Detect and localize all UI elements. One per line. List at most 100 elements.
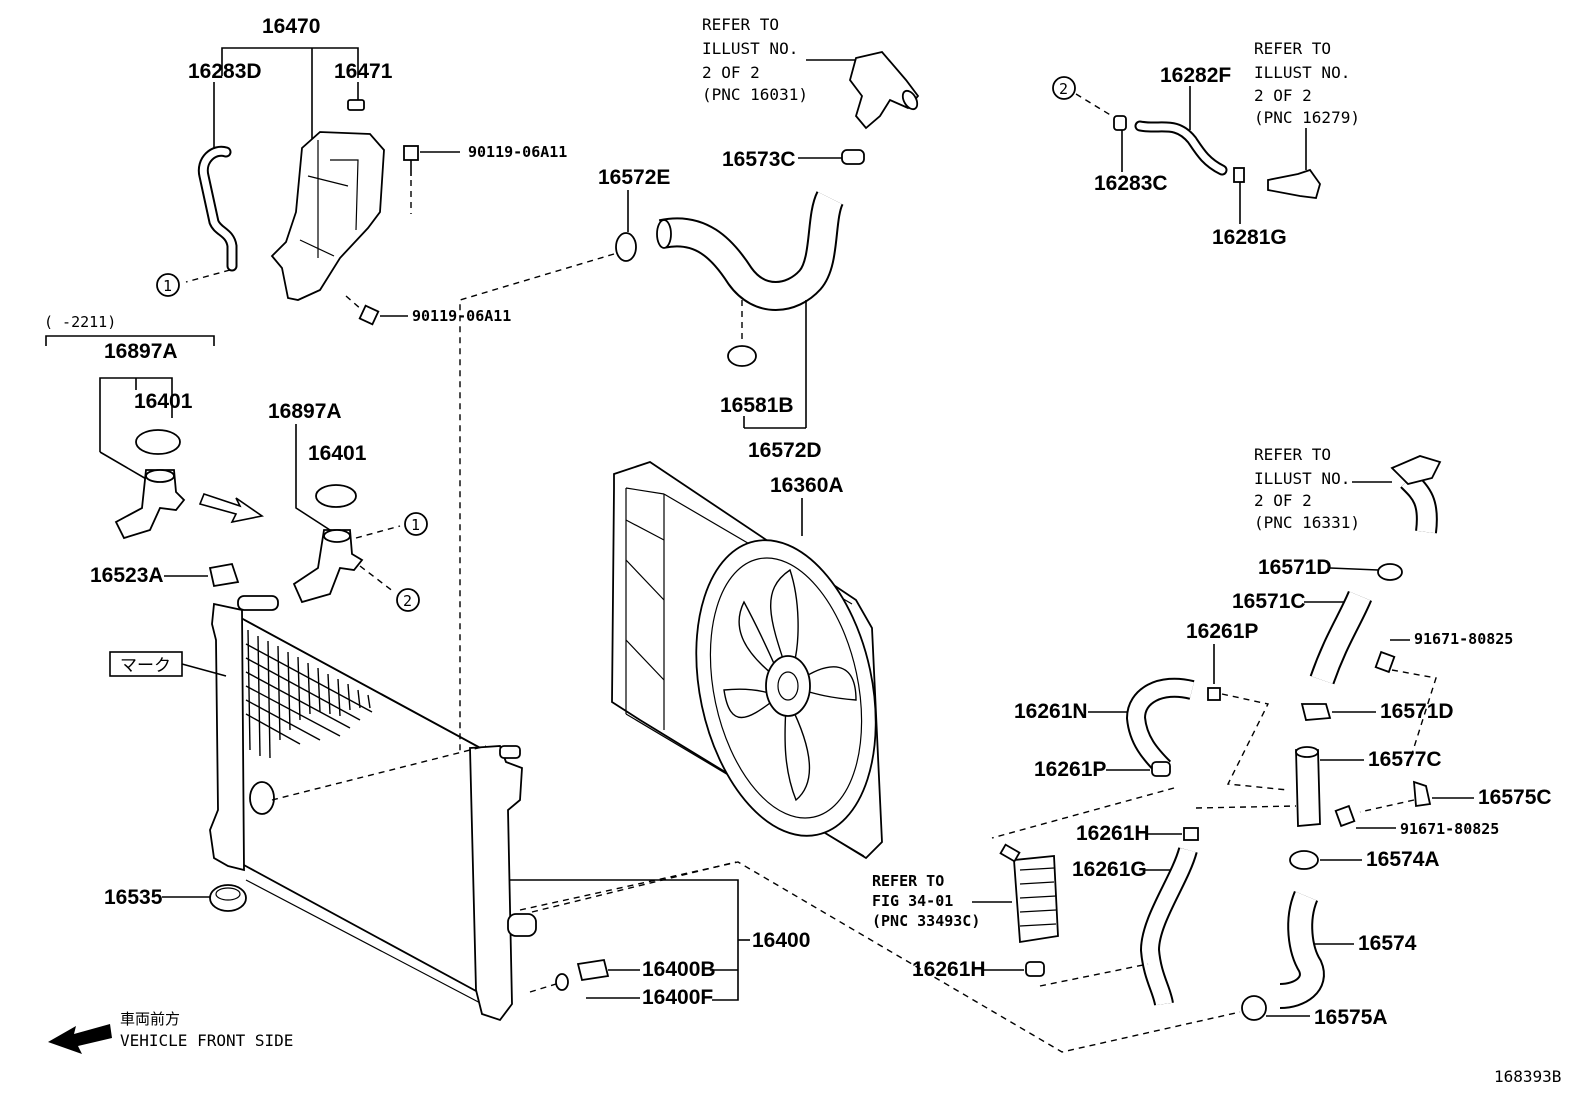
svg-text:REFER TO: REFER TO xyxy=(1254,445,1331,464)
part-16401-label-a: 16401 xyxy=(134,390,193,413)
clamp-16573C-shape xyxy=(841,149,865,165)
svg-text:2: 2 xyxy=(403,592,412,610)
svg-text:2: 2 xyxy=(1059,80,1068,98)
part-91671-80825-bottom-label: 91671-80825 xyxy=(1400,820,1499,838)
cap-16401-b-shape xyxy=(315,484,357,508)
svg-text:ILLUST NO.: ILLUST NO. xyxy=(1254,63,1350,82)
illustration-id-label: 168393B xyxy=(1494,1067,1561,1086)
radiator-left-tank-shape xyxy=(209,602,245,872)
vehicle-front-en-label: VEHICLE FRONT SIDE xyxy=(120,1031,293,1050)
part-16400-label: 16400 xyxy=(752,929,810,952)
part-16581B-label: 16581B xyxy=(720,394,794,417)
svg-text:2 OF 2: 2 OF 2 xyxy=(1254,491,1312,510)
bolt-91671-bottom-shape xyxy=(1334,804,1356,828)
pipe-16577C-shape xyxy=(1295,749,1321,827)
filler-neck-a-shape xyxy=(114,469,186,540)
circle-callout-2-top xyxy=(1052,76,1076,100)
part-16535-label: 16535 xyxy=(104,886,163,909)
radiator-oil-pipe-shape xyxy=(249,781,275,815)
part-16571D-label-b: 16571D xyxy=(1380,700,1454,723)
footer-group: 車両前方 VEHICLE FRONT SIDE 168393B xyxy=(48,1010,1561,1086)
part-16261P-label-b: 16261P xyxy=(1034,758,1106,781)
part-16261H-label-a: 16261H xyxy=(1076,822,1150,845)
part-16575A-label: 16575A xyxy=(1314,1006,1388,1029)
radiator-outlet-shape xyxy=(507,913,537,937)
bypass-hose-group: 2 16282F REFER TO ILLUST NO. 2 OF 2 (PNC… xyxy=(1052,39,1360,249)
clamp-16571D-a-shape xyxy=(1377,563,1403,581)
svg-text:ILLUST NO.: ILLUST NO. xyxy=(1254,469,1350,488)
fan-blades-shape xyxy=(723,568,857,802)
part-16575C-label: 16575C xyxy=(1478,786,1552,809)
svg-text:(PNC 16031): (PNC 16031) xyxy=(702,85,808,104)
part-16261P-label-a: 16261P xyxy=(1186,620,1258,643)
upper-hose-group: REFER TO ILLUST NO. 2 OF 2 (PNC 16031) 1… xyxy=(598,15,920,462)
filler-group: ( -2211) 16897A 16401 16897A 16401 1 2 1… xyxy=(44,313,428,612)
ref-block-3: REFER TO ILLUST NO. 2 OF 2 (PNC 16331) xyxy=(1254,445,1360,532)
clamp-16575A-shape xyxy=(1241,995,1267,1021)
ref-block-2: REFER TO ILLUST NO. 2 OF 2 (PNC 16279) xyxy=(1254,39,1360,127)
part-16572D-label: 16572D xyxy=(748,439,822,462)
oil-cooler-group: REFER TO ILLUST NO. 2 OF 2 (PNC 16331) 1… xyxy=(519,445,1552,1053)
vehicle-front-jp-label: 車両前方 xyxy=(120,1010,180,1028)
pipe-16279-shape xyxy=(1267,168,1321,199)
water-outlet-shape xyxy=(849,51,920,130)
clamp-16574A-shape xyxy=(1289,850,1319,870)
clamp-16261P-b-shape xyxy=(1151,761,1171,777)
part-16897A-label-a: 16897A xyxy=(104,340,178,363)
cushion-16535-shape xyxy=(209,884,247,912)
part-16574A-label: 16574A xyxy=(1366,848,1440,871)
part-16261G-label: 16261G xyxy=(1072,858,1147,881)
clamp-16581B-shape xyxy=(727,345,757,367)
radiator-fins xyxy=(245,629,373,759)
bolt-90119-bottom-shape xyxy=(358,304,380,326)
svg-text:(PNC 33493C): (PNC 33493C) xyxy=(872,912,980,930)
clamp-16261H-b-shape xyxy=(1025,961,1045,977)
part-16574-label: 16574 xyxy=(1358,932,1417,955)
date-range-label: ( -2211) xyxy=(44,313,116,331)
part-16523A-label: 16523A xyxy=(90,564,164,587)
clamp-16572E-shape xyxy=(615,232,637,262)
part-16471-label: 16471 xyxy=(334,60,393,83)
ref-block-1: REFER TO ILLUST NO. 2 OF 2 (PNC 16031) xyxy=(702,15,808,104)
part-16283D-label: 16283D xyxy=(188,60,262,83)
part-16571C-label: 16571C xyxy=(1232,590,1306,613)
radiator-group: マーク 16535 16400 16400B 16400F xyxy=(104,595,810,1022)
svg-text:ILLUST NO.: ILLUST NO. xyxy=(702,39,798,58)
part-16281G-label: 16281G xyxy=(1212,226,1287,249)
svg-text:(PNC 16331): (PNC 16331) xyxy=(1254,513,1360,532)
svg-text:1: 1 xyxy=(411,516,420,534)
clamp-16261P-a-shape xyxy=(1207,687,1221,701)
clamp-16283C-shape xyxy=(1113,115,1127,131)
part-16577C-label: 16577C xyxy=(1368,748,1442,771)
circle-callout-1-b xyxy=(404,512,428,536)
clamp-16575C-shape xyxy=(1412,780,1432,808)
circle-callout-1-text: 1 xyxy=(163,277,172,295)
svg-text:REFER TO: REFER TO xyxy=(872,872,944,890)
cushion-16523A-shape xyxy=(208,562,240,588)
ref-block-4: REFER TO FIG 34-01 (PNC 33493C) xyxy=(872,872,980,930)
radiator-inlet-shape xyxy=(237,595,279,611)
svg-text:FIG 34-01: FIG 34-01 xyxy=(872,892,953,910)
oil-cooler-shape xyxy=(999,843,1059,944)
part-16401-label-b: 16401 xyxy=(308,442,367,465)
clamp-16281G-shape xyxy=(1233,167,1245,183)
reservoir-group: 16470 16283D 16471 1 90119-06A11 90119-0… xyxy=(156,15,567,326)
svg-text:2 OF 2: 2 OF 2 xyxy=(702,63,760,82)
coolant-route-line xyxy=(519,861,1241,1053)
fan-hub-shape xyxy=(765,655,811,717)
svg-text:(PNC 16279): (PNC 16279) xyxy=(1254,108,1360,127)
part-16470-label: 16470 xyxy=(262,15,320,38)
filler-neck-b-shape xyxy=(292,529,364,604)
mark-label-text: マーク xyxy=(120,656,171,676)
part-16897A-label-b: 16897A xyxy=(268,400,342,423)
part-16572E-label: 16572E xyxy=(598,166,670,189)
reservoir-tank-shape xyxy=(270,131,385,301)
part-16360A-label: 16360A xyxy=(770,474,844,497)
mark-label-box xyxy=(109,651,183,677)
part-16283C-label: 16283C xyxy=(1094,172,1168,195)
svg-text:2 OF 2: 2 OF 2 xyxy=(1254,86,1312,105)
part-16573C-label: 16573C xyxy=(722,148,796,171)
part-16400F-label: 16400F xyxy=(642,986,713,1009)
part-16261N-label: 16261N xyxy=(1014,700,1088,723)
